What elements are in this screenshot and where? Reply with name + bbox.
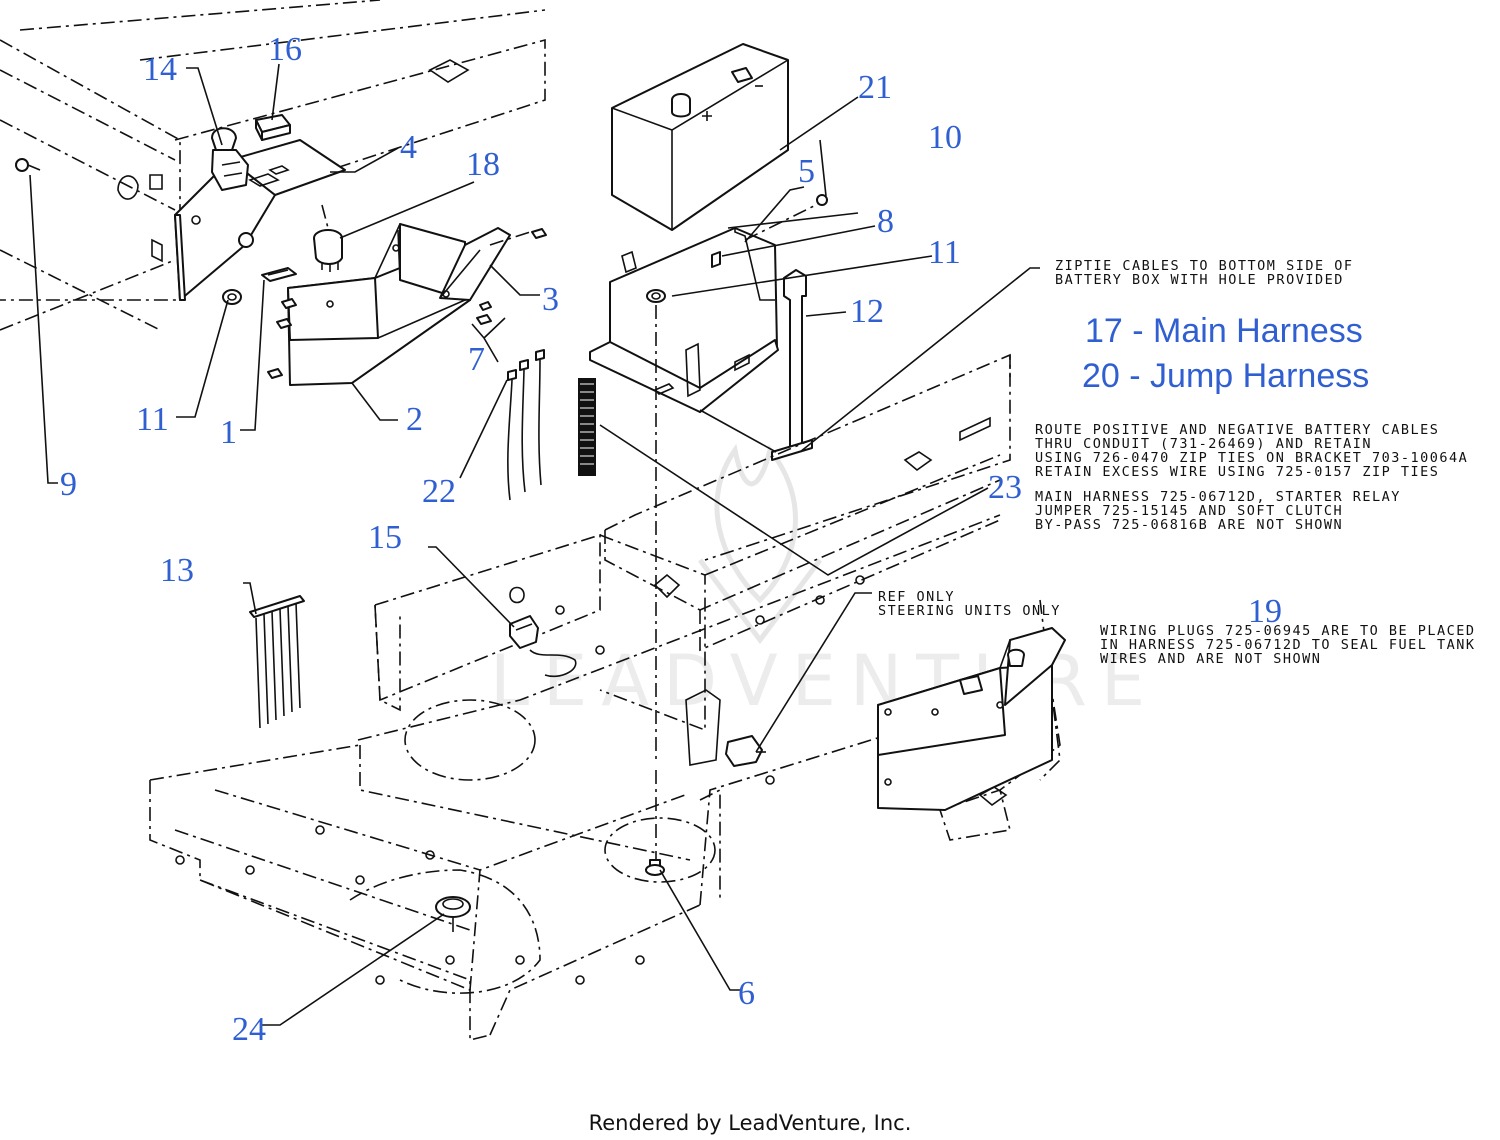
battery-21: [611, 43, 789, 231]
callout-23: 23: [988, 469, 1022, 506]
rocker-switch-16: [255, 114, 291, 141]
callout-1: 1: [220, 414, 237, 451]
callout-9: 9: [60, 466, 77, 503]
callout-10: 10: [928, 119, 962, 156]
conduit-23: [578, 378, 596, 476]
callout-13: 13: [160, 552, 194, 589]
callout-6: 6: [738, 975, 755, 1012]
pin-6: [645, 859, 665, 876]
assembled-control-housing: [877, 627, 1066, 811]
leader-lines: [29, 63, 1040, 1026]
note-ref-only-line-2: STEERING UNITS ONLY: [878, 603, 1061, 619]
note-route-line-1: ROUTE POSITIVE AND NEGATIVE BATTERY CABL…: [1035, 422, 1439, 438]
control-mounting-bracket-4: [174, 139, 346, 301]
note-ziptie: ZIPTIE CABLES TO BOTTOM SIDE OF BATTERY …: [1055, 258, 1353, 288]
note-main-harness-line-1: MAIN HARNESS 725-06712D, STARTER RELAY: [1035, 489, 1401, 505]
callout-18: 18: [466, 146, 500, 183]
seat-switch-15: [509, 615, 577, 678]
note-wiring-plugs: WIRING PLUGS 725-06945 ARE TO BE PLACED …: [1100, 623, 1475, 667]
alignment-lines: [489, 231, 657, 860]
note-ref-only-line-1: REF ONLY: [878, 589, 955, 605]
callout-2: 2: [406, 401, 423, 438]
legend-main-harness: 17 - Main Harness: [1085, 312, 1363, 350]
grommet-24: [435, 896, 471, 935]
note-main-harness-line-3: BY-PASS 725-06816B ARE NOT SHOWN: [1035, 517, 1343, 533]
note-ziptie-line-2: BATTERY BOX WITH HOLE PROVIDED: [1055, 272, 1344, 288]
cable-ties-13: [249, 595, 305, 729]
callout-16: 16: [268, 31, 302, 68]
callout-15: 15: [368, 519, 402, 556]
chute-3: [439, 227, 511, 301]
battery-tray-5: [589, 227, 779, 413]
callout-14: 14: [143, 51, 177, 88]
note-route-line-4: RETAIN EXCESS WIRE USING 725-0157 ZIP TI…: [1035, 464, 1439, 480]
note-main-harness: MAIN HARNESS 725-06712D, STARTER RELAY J…: [1035, 489, 1401, 533]
callout-22: 22: [422, 473, 456, 510]
ignition-switch-18: [313, 204, 343, 272]
note-wiring-plugs-line-3: WIRES AND ARE NOT SHOWN: [1100, 651, 1321, 667]
note-wiring-plugs-line-1: WIRING PLUGS 725-06945 ARE TO BE PLACED: [1100, 623, 1475, 639]
note-route: ROUTE POSITIVE AND NEGATIVE BATTERY CABL…: [1035, 422, 1468, 480]
callout-7: 7: [468, 341, 485, 378]
hold-down-strap-12: [771, 269, 813, 461]
legend-jump-harness: 20 - Jump Harness: [1082, 357, 1369, 395]
callout-4: 4: [400, 129, 417, 166]
note-ziptie-line-1: ZIPTIE CABLES TO BOTTOM SIDE OF: [1055, 258, 1353, 274]
callout-5: 5: [798, 153, 815, 190]
screws-7: [267, 228, 547, 379]
bolt-9: [15, 158, 41, 172]
harness-legend: 17 - Main Harness 20 - Jump Harness: [1082, 312, 1369, 395]
callout-labels: 14 16 4 18 3 7 11 1 2 9 22 13 15 21 10 5…: [60, 31, 1282, 1048]
callout-24: 24: [232, 1011, 266, 1048]
note-route-line-3: USING 726-0470 ZIP TIES ON BRACKET 703-1…: [1035, 450, 1468, 466]
grommet-1: [261, 267, 297, 282]
nut-11-left: [222, 289, 242, 305]
note-wiring-plugs-line-2: IN HARNESS 725-06712D TO SEAL FUEL TANK: [1100, 637, 1475, 653]
note-ref-only: REF ONLY STEERING UNITS ONLY: [878, 589, 1061, 619]
footer-credit: Rendered by LeadVenture, Inc.: [589, 1111, 912, 1135]
pto-switch-14: [211, 127, 249, 191]
note-main-harness-line-2: JUMPER 725-15145 AND SOFT CLUTCH: [1035, 503, 1343, 519]
callout-21: 21: [858, 69, 892, 106]
zip-ties-22: [507, 349, 545, 501]
main-chassis-frame: [149, 353, 1061, 1042]
steering-switch-ref: [685, 689, 766, 767]
callout-3: 3: [542, 281, 559, 318]
callout-11-right: 11: [928, 234, 961, 271]
callout-12: 12: [850, 293, 884, 330]
note-route-line-2: THRU CONDUIT (731-26469) AND RETAIN: [1035, 436, 1372, 452]
callout-19: 19: [1248, 593, 1282, 630]
callout-11-left: 11: [136, 401, 169, 438]
callout-8: 8: [877, 203, 894, 240]
